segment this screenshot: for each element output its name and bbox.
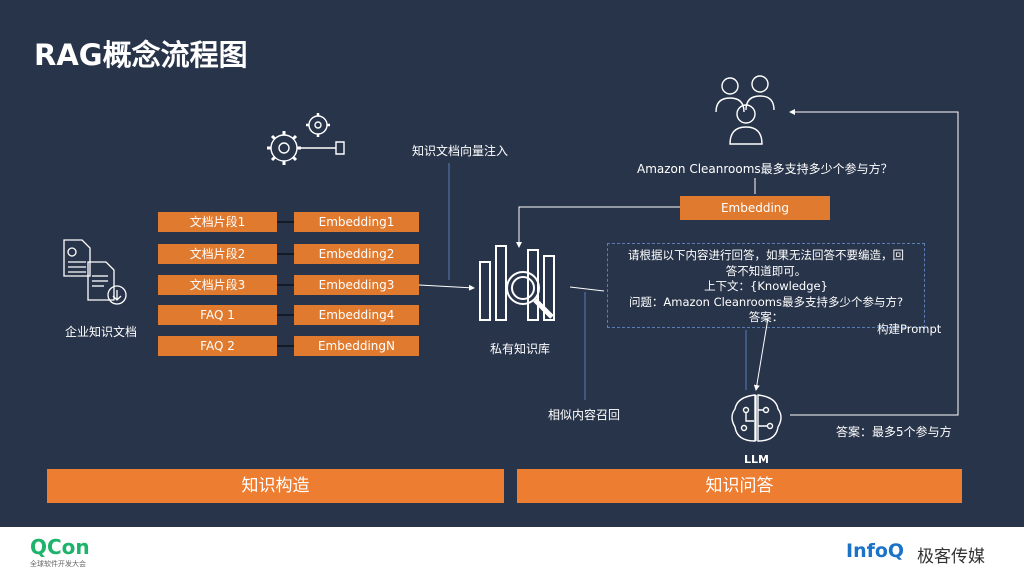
to-kb-arrow [418,284,475,291]
gears-icon [267,113,345,165]
source-docs-label: 企业知识文档 [65,325,138,339]
embedding-box: Embedding3 [294,275,419,295]
kb-to-prompt-line [569,286,605,292]
chunk-box: 文档片段3 [158,275,277,295]
query-to-kb-arrow [516,206,680,248]
answer-label: 答案：最多5个参与方 [836,425,952,439]
kb-label: 私有知识库 [490,342,551,356]
page-title: RAG概念流程图 [34,38,248,72]
prompt-line: 答案： [748,310,784,324]
query-embedding-box: Embedding [680,196,830,220]
prompt-line: 答不知道即可。 [725,263,807,278]
users-icon [715,75,775,145]
prompt-template: 请根据以下内容进行回答，如果无法回答不要编造，回 答不知道即可。 上下文：{Kn… [607,243,925,328]
qcon-logo: QCon [30,535,90,559]
prompt-to-llm-arrow [753,317,769,391]
embedding-box: EmbeddingN [294,336,419,356]
chunk-box: FAQ 2 [158,336,277,356]
prompt-tag: 构建Prompt [877,322,942,336]
banner-knowledge-construction: 知识构造 [47,469,504,503]
qcon-logo-subtitle: 全球软件开发大会 [30,560,86,568]
answer-loop-arrow [789,109,959,416]
knowledge-base-search-icon [479,245,555,321]
footer-bar [0,527,1024,576]
infoq-logo-cn: 极客传媒 [917,547,985,567]
chunk-box: FAQ 1 [158,305,277,325]
prompt-line: 上下文：{Knowledge} [704,279,828,293]
chunk-box: 文档片段1 [158,212,277,232]
flow-connectors [63,75,959,442]
embedding-box: Embedding2 [294,244,419,264]
inject-label: 知识文档向量注入 [412,144,509,158]
infoq-logo: InfoQ [846,540,905,562]
chunk-embedding-links [277,221,294,347]
documents-icon [63,239,127,305]
llm-brain-icon [731,394,782,442]
embedding-box: Embedding4 [294,305,419,325]
banner-knowledge-qa: 知识问答 [517,469,962,503]
chunk-box: 文档片段2 [158,244,277,264]
llm-label: LLM [744,453,769,466]
question-text: Amazon Cleanrooms最多支持多少个参与方？ [637,162,893,176]
prompt-line: 问题：Amazon Cleanrooms最多支持多少个参与方? [628,294,904,309]
embedding-box: Embedding1 [294,212,419,232]
prompt-line: 请根据以下内容进行回答，如果无法回答不要编造，回 [628,248,904,262]
recall-label: 相似内容召回 [548,408,621,422]
